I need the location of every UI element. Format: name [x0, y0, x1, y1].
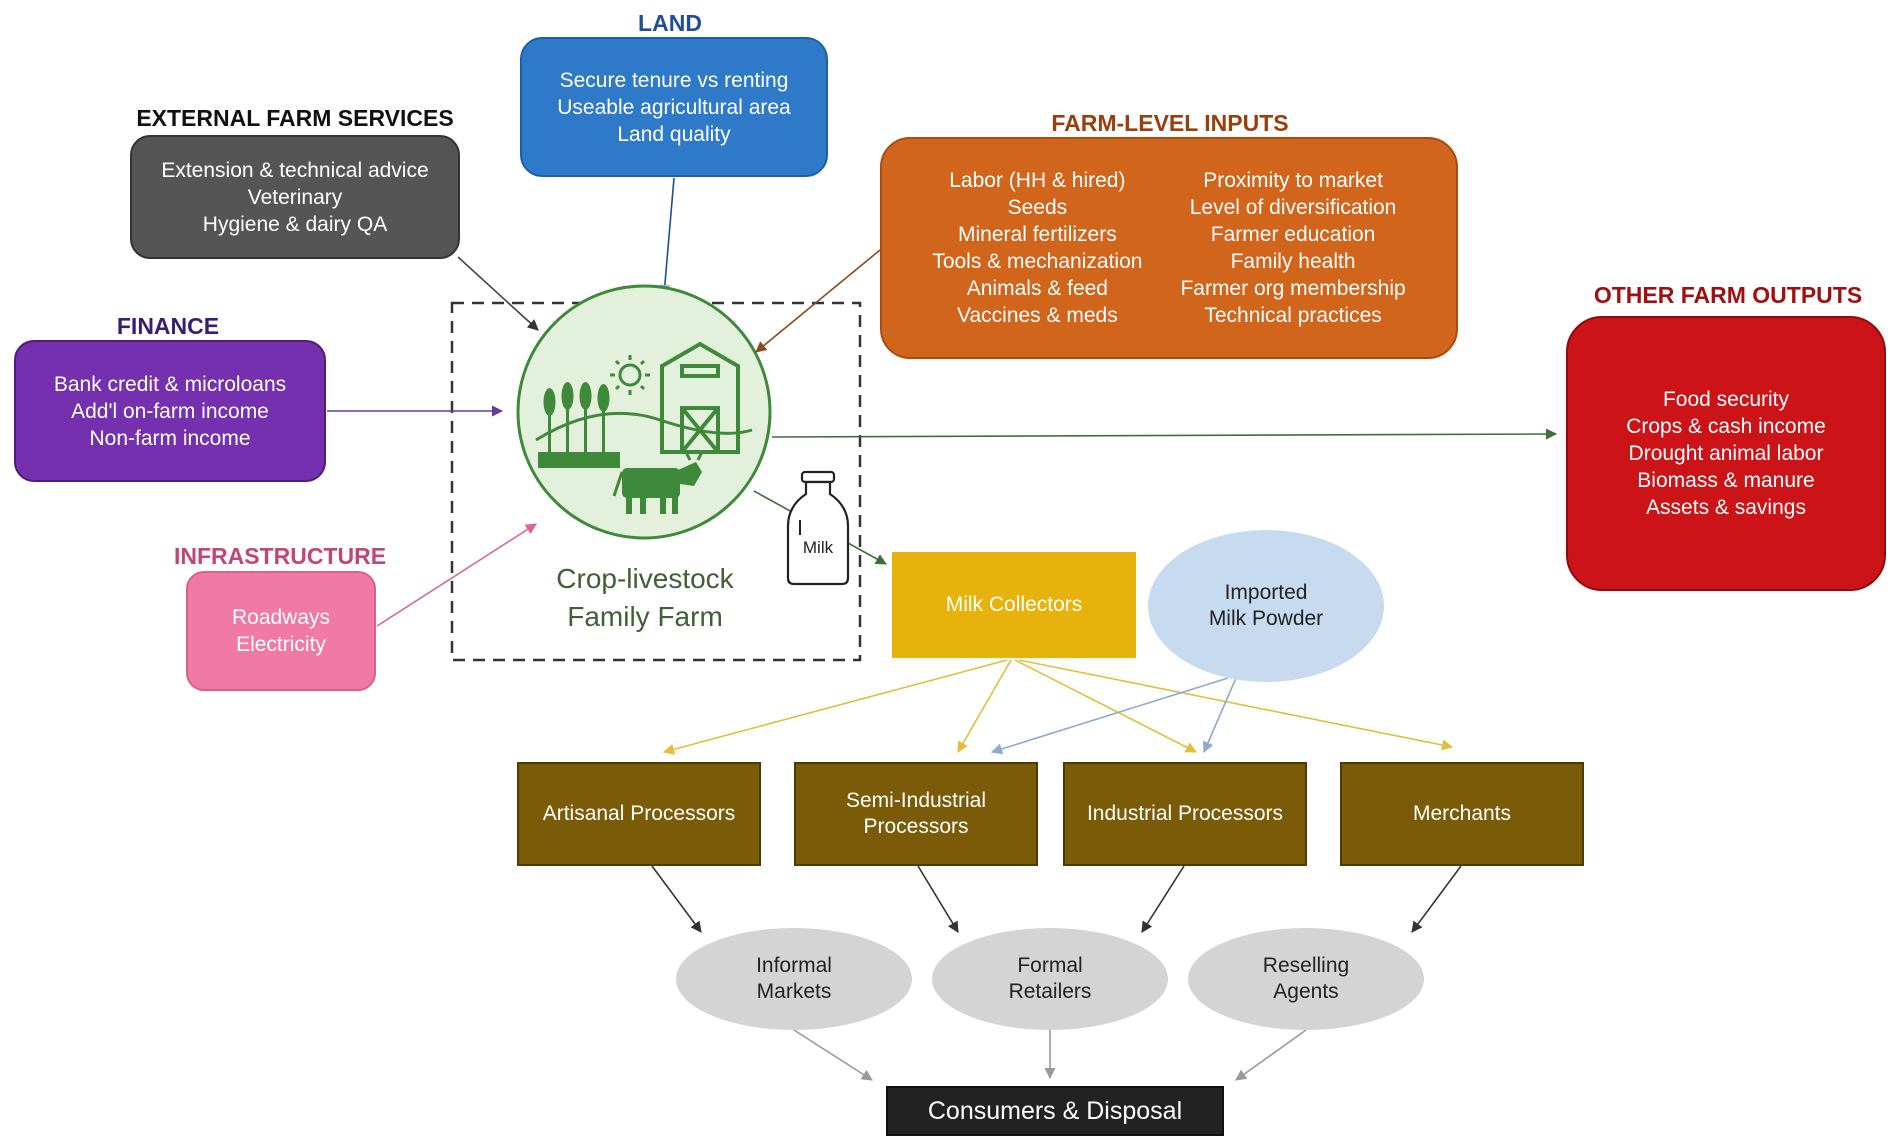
arrow-collectors-to-industrial	[1014, 659, 1197, 753]
arrow-farm-to-other-outputs	[771, 428, 1558, 440]
processor-label: Industrial Processors	[1086, 802, 1284, 825]
external-services-item: Veterinary	[247, 185, 343, 209]
other-outputs-box: Food security Crops & cash income Drough…	[1566, 316, 1886, 591]
farm-inputs-left-column: Labor (HH & hired) Seeds Mineral fertili…	[932, 167, 1142, 329]
land-item: Useable agricultural area	[557, 95, 791, 119]
arrow-land-to-farm	[659, 177, 675, 297]
farm-input-item: Labor (HH & hired)	[949, 169, 1126, 192]
land-item: Land quality	[617, 122, 731, 146]
milk-collectors-box: Milk Collectors	[892, 552, 1136, 658]
market-label: Reselling	[1262, 954, 1350, 977]
market-formal: Formal Retailers	[932, 928, 1168, 1030]
processor-label: Semi-Industrial	[845, 789, 987, 812]
farm-input-item: Tools & mechanization	[932, 250, 1143, 273]
arrow-semi-industrial-to-formal	[917, 865, 959, 933]
external-services-item: Hygiene & dairy QA	[202, 212, 388, 236]
consumers-box: Consumers & Disposal	[886, 1086, 1224, 1136]
milk-bottle-icon	[786, 470, 850, 586]
processor-artisanal: Artisanal Processors	[517, 762, 761, 866]
farm-label-line1: Crop-livestock	[556, 563, 734, 594]
arrow-collectors-to-artisanal	[662, 659, 1008, 755]
imported-powder-line2: Milk Powder	[1208, 607, 1324, 630]
arrow-inputs-to-farm	[755, 249, 881, 353]
market-label: Formal	[1017, 954, 1083, 977]
farm-input-item: Proximity to market	[1203, 169, 1383, 192]
other-outputs-title: OTHER FARM OUTPUTS	[1593, 282, 1863, 308]
finance-title: FINANCE	[116, 313, 220, 339]
farm-input-item: Vaccines & meds	[957, 304, 1118, 327]
farm-inputs-box: Labor (HH & hired) Seeds Mineral fertili…	[880, 137, 1458, 359]
farm-inputs-right-column: Proximity to market Level of diversifica…	[1180, 167, 1405, 329]
farm-label-line2: Family Farm	[567, 601, 723, 632]
imported-powder-line1: Imported	[1224, 581, 1308, 604]
other-output-item: Crops & cash income	[1626, 415, 1826, 438]
milk-collectors-label: Milk Collectors	[945, 593, 1083, 616]
arrow-services-to-farm	[457, 256, 539, 331]
farm-input-item: Farmer education	[1210, 223, 1376, 246]
processor-merchants: Merchants	[1340, 762, 1584, 866]
arrow-merchants-to-reselling	[1411, 865, 1462, 933]
market-label-2: Markets	[756, 980, 832, 1003]
infrastructure-title: INFRASTRUCTURE	[173, 543, 387, 569]
finance-item: Add'l on-farm income	[71, 399, 269, 423]
finance-item: Bank credit & microloans	[53, 372, 287, 396]
farm-input-item: Seeds	[1007, 196, 1068, 219]
land-title: LAND	[638, 10, 702, 36]
imported-milk-powder: Imported Milk Powder	[1148, 530, 1384, 682]
sun-icon	[610, 355, 650, 395]
infrastructure-item: Roadways	[231, 606, 331, 629]
external-services-title: EXTERNAL FARM SERVICES	[136, 105, 454, 131]
other-output-item: Food security	[1662, 388, 1790, 411]
market-informal: Informal Markets	[676, 928, 912, 1030]
farm-icon	[516, 284, 850, 586]
market-label: Informal	[756, 954, 832, 977]
other-output-item: Biomass & manure	[1637, 469, 1815, 492]
infrastructure-box: Roadways Electricity	[186, 571, 376, 691]
wheat-icon	[543, 382, 610, 452]
arrow-reselling-to-consumers	[1235, 1029, 1307, 1081]
land-box: Secure tenure vs renting Useable agricul…	[520, 37, 828, 177]
market-reselling: Reselling Agents	[1188, 928, 1424, 1030]
cow-icon	[612, 451, 704, 514]
finance-item: Non-farm income	[89, 426, 251, 450]
arrow-informal-to-consumers	[793, 1029, 873, 1081]
finance-box: Bank credit & microloans Add'l on-farm i…	[14, 340, 326, 482]
other-output-item: Drought animal labor	[1628, 442, 1824, 465]
consumers-label: Consumers & Disposal	[927, 1097, 1183, 1125]
market-label-2: Agents	[1273, 980, 1339, 1003]
other-output-item: Assets & savings	[1646, 496, 1806, 519]
processor-label-2: Processors	[863, 815, 969, 838]
arrow-powder-to-semi-industrial	[990, 677, 1229, 755]
arrow-powder-to-industrial	[1202, 677, 1237, 754]
farm-input-item: Animals & feed	[966, 277, 1108, 300]
market-label-2: Retailers	[1008, 980, 1092, 1003]
farm-input-item: Family health	[1230, 250, 1356, 273]
arrow-collectors-to-semi-industrial	[957, 659, 1012, 753]
arrow-artisanal-to-informal	[651, 865, 702, 933]
processor-semi-industrial: Semi-Industrial Processors	[794, 762, 1038, 866]
farm-input-item: Level of diversification	[1189, 196, 1397, 219]
arrow-collectors-to-merchants	[1018, 659, 1454, 751]
farm-inputs-title: FARM-LEVEL INPUTS	[1051, 110, 1289, 136]
arrow-industrial-to-formal	[1141, 865, 1185, 933]
land-item: Secure tenure vs renting	[559, 68, 789, 92]
milk-bottle-label: Milk	[802, 538, 834, 557]
external-services-item: Extension & technical advice	[161, 158, 429, 182]
processor-label: Artisanal Processors	[542, 802, 736, 825]
farm-input-item: Farmer org membership	[1180, 277, 1406, 300]
farm-input-item: Technical practices	[1204, 304, 1382, 327]
processor-industrial: Industrial Processors	[1063, 762, 1307, 866]
infrastructure-item: Electricity	[236, 633, 326, 656]
barn-icon	[660, 341, 740, 454]
processor-label: Merchants	[1412, 802, 1512, 825]
farm-input-item: Mineral fertilizers	[958, 223, 1117, 246]
external-services-box: Extension & technical advice Veterinary …	[130, 135, 460, 259]
farm-label: Crop-livestock Family Farm	[520, 560, 770, 636]
arrow-infrastructure-to-farm	[376, 523, 537, 627]
